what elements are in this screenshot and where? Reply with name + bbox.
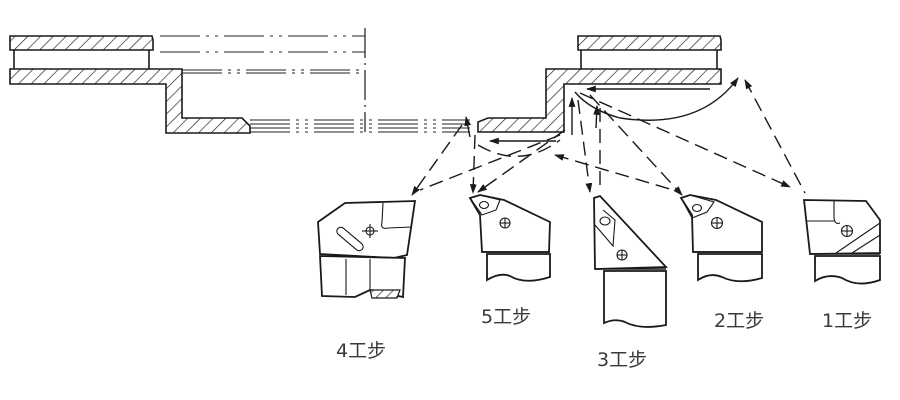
step-4-approach (411, 124, 463, 196)
step-1-approach (744, 79, 806, 194)
label-step-4: 4工步 (336, 340, 387, 362)
step-3-approach (577, 99, 593, 193)
step-5-retract (477, 129, 566, 193)
step-2-approach (589, 94, 683, 196)
step-2-return (554, 154, 681, 193)
tool-paths (411, 77, 806, 196)
step-1-retract (579, 92, 791, 188)
step-5-approach (469, 134, 477, 194)
step-5-arc (477, 139, 561, 157)
label-step-2: 2工步 (714, 310, 765, 332)
step-1-arc-path (574, 77, 739, 121)
label-step-1: 1工步 (822, 310, 873, 332)
tool-step-5 (468, 194, 551, 282)
right-top-plate (577, 35, 722, 51)
step-4-retract (419, 134, 561, 191)
left-phantom-lines (160, 35, 470, 133)
tool-step-2 (679, 194, 763, 283)
workpiece-right-section (477, 35, 722, 133)
left-stepped-flange (9, 68, 251, 134)
step-3-bore-feed-2 (593, 105, 601, 129)
tool-step-3 (593, 194, 669, 328)
label-step-3: 3工步 (597, 349, 648, 371)
left-top-plate (9, 35, 154, 51)
tool-step-1 (802, 199, 881, 285)
workpiece-left-section (9, 35, 251, 134)
label-step-5: 5工步 (481, 306, 532, 328)
tool-step-4 (317, 200, 417, 299)
step-4-groove-feed (464, 116, 472, 138)
right-stepped-flange (477, 68, 722, 133)
